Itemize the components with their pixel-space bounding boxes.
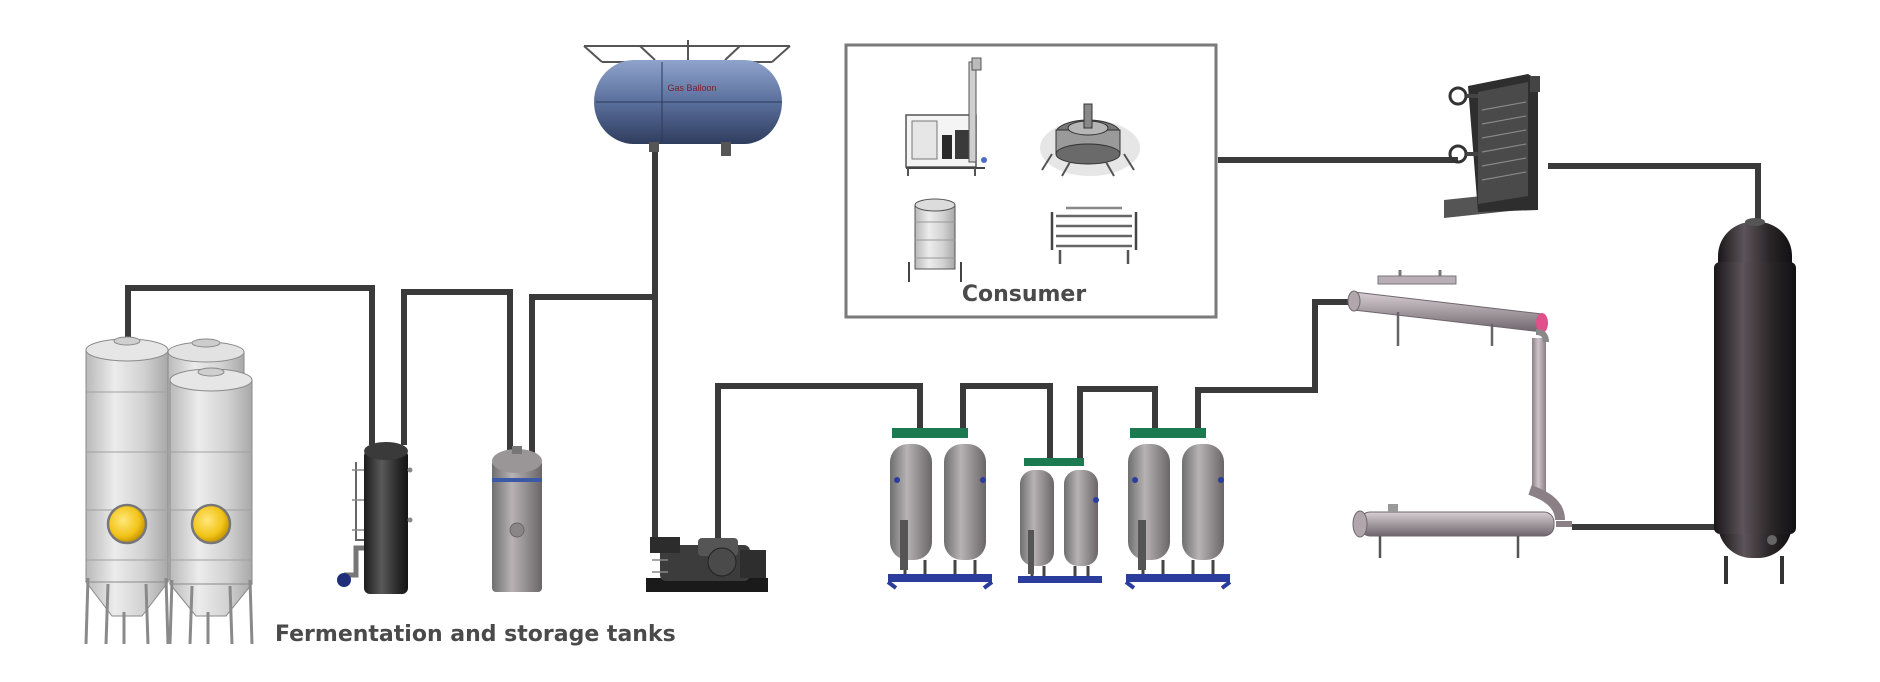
compressor-icon [646,537,768,592]
twin-tank-skid-icon [886,428,994,590]
dryer-1[interactable] [886,428,994,590]
silo-tank-icon [84,336,170,645]
balloon-label: Gas Balloon [667,83,716,93]
pipe-scrubber-to-compressor [529,294,658,542]
twin-tank-skid-icon [1018,458,1102,583]
dryer-3[interactable] [1124,428,1232,590]
tube-heat-exchanger-icon [1050,206,1138,264]
consumer-frame [844,43,1218,319]
compressor[interactable] [646,537,768,592]
pipe-tanks-to-foam-trap [125,285,375,445]
dark-vessel-icon [337,442,413,594]
plate-vaporizer-icon [1444,74,1540,218]
pipe-foam-trap-to-scrubber [401,289,513,455]
pipe-storage-to-vaporizer [1548,163,1761,222]
pipe-dryer2-to-dryer3 [1077,386,1158,458]
silo-tank-icon [168,367,254,645]
consumer-box[interactable] [844,43,1218,319]
foam-trap[interactable] [337,442,413,594]
storage-tank-icon [1714,218,1796,584]
co2-storage-tank[interactable] [1714,218,1796,584]
pipe-compressor-to-dryer1 [715,383,923,540]
fermentation-tanks[interactable] [84,336,254,645]
pipe-network [125,150,1761,542]
rotary-filler-icon [1040,103,1140,177]
sight-glass-icon [190,503,232,545]
fermentation-label: Fermentation and storage tanks [275,622,676,647]
grey-vessel-icon [492,446,542,592]
twin-tank-skid-icon [1124,428,1232,590]
bright-beer-tank-icon [908,198,962,282]
filler-machine-icon [905,57,987,176]
gas-balloon[interactable]: Gas Balloon [583,40,791,156]
condenser[interactable] [1347,270,1572,558]
dryer-2[interactable] [1018,458,1102,583]
vaporizer[interactable] [1444,74,1540,218]
pipe-dryer1-to-dryer2 [960,383,1053,458]
balloon-frame-icon [583,40,791,63]
scrubber[interactable] [492,446,542,592]
pipe-dryer3-to-condenser [1195,299,1354,428]
heat-exchanger-icon [1347,270,1572,558]
consumer-label: Consumer [961,282,1087,307]
sight-glass-icon [106,503,148,545]
